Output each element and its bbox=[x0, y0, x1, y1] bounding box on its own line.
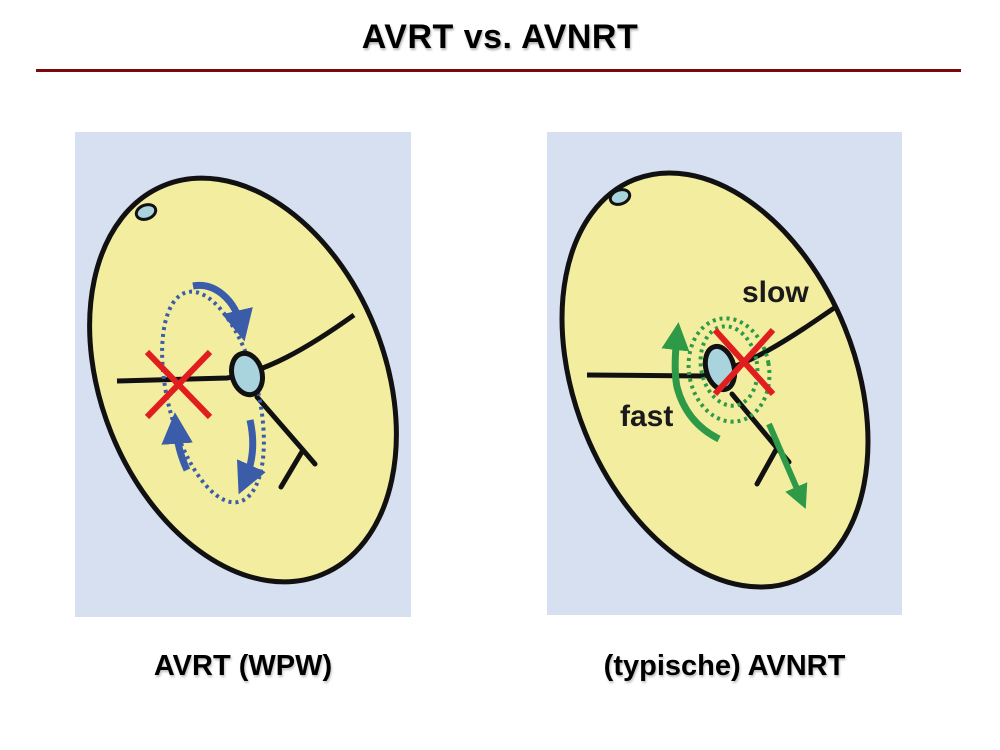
av-node-icon bbox=[229, 350, 265, 398]
ventricular-conduction-arrow-icon bbox=[766, 422, 808, 510]
circuit-arrow-left-icon bbox=[161, 412, 193, 472]
title-divider bbox=[36, 69, 961, 72]
avrt-caption: AVRT (WPW) bbox=[153, 650, 333, 682]
slow-pathway-label: slow bbox=[742, 276, 809, 309]
dual-pathway-loop bbox=[686, 316, 772, 424]
avnrt-caption: (typische) AVNRT bbox=[603, 650, 846, 682]
ablation-cross-icon bbox=[712, 327, 776, 397]
avnrt-diagram-panel: slow fast bbox=[547, 132, 902, 615]
avnrt-diagram: slow fast bbox=[559, 170, 871, 590]
circuit-arrow-right-icon bbox=[236, 419, 266, 495]
sinus-node-icon bbox=[134, 203, 158, 221]
ablation-cross-icon bbox=[144, 349, 213, 420]
avrt-diagram-panel bbox=[75, 132, 411, 617]
slide-title: AVRT vs. AVNRT bbox=[361, 18, 639, 56]
fast-pathway-arrow-icon bbox=[661, 322, 721, 443]
dual-pathway-loop-inner bbox=[698, 324, 760, 408]
avrt-diagram bbox=[87, 175, 399, 585]
fast-pathway-label: fast bbox=[620, 400, 673, 433]
sinus-node-icon bbox=[608, 188, 632, 206]
circuit-arrow-top-icon bbox=[192, 281, 253, 342]
his-bundle-icon bbox=[254, 394, 318, 490]
